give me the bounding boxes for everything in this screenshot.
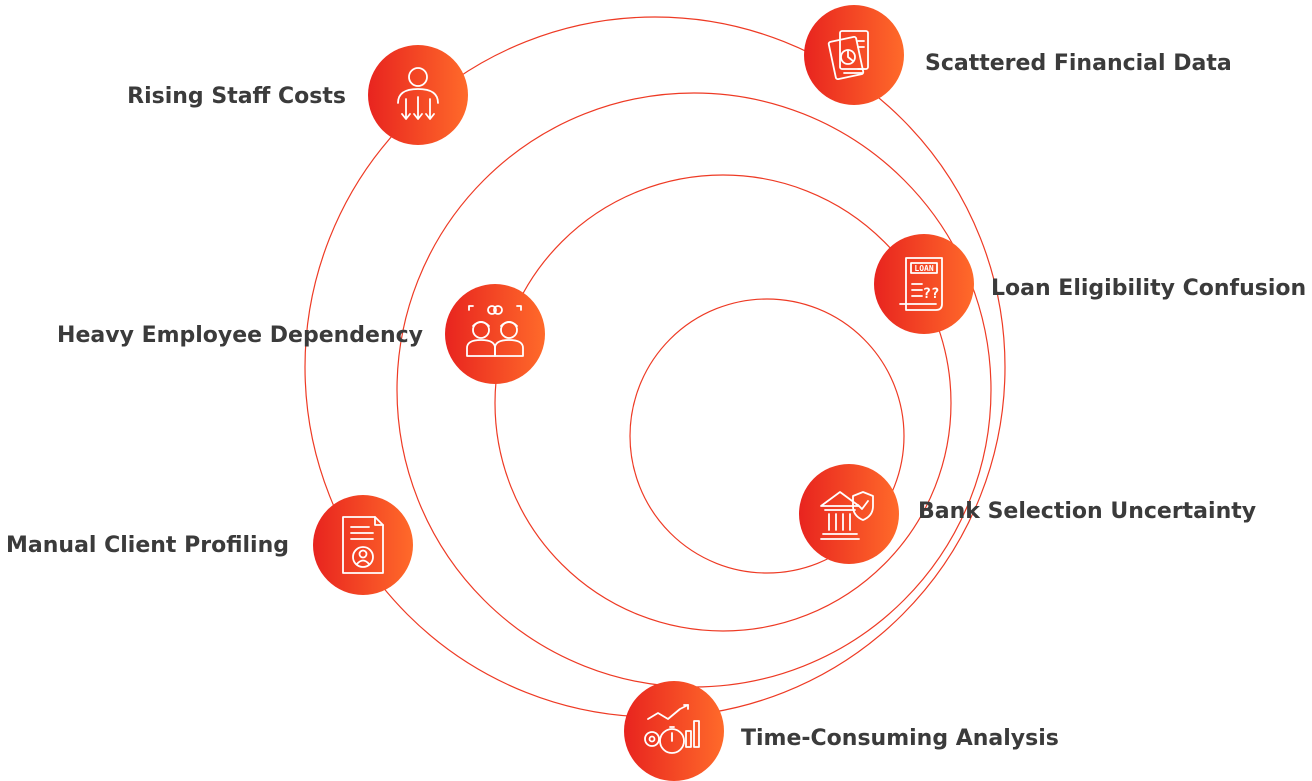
orbit-ring-inner [629, 298, 905, 574]
node-badge [313, 495, 413, 595]
bank-shield-icon [820, 491, 874, 540]
node-badge [624, 681, 724, 781]
node-label: Time-Consuming Analysis [741, 726, 1059, 751]
node-badge [368, 45, 468, 145]
analysis-timer-chart-icon [644, 704, 700, 754]
node-heavy-employee-dependency: Heavy Employee Dependency [57, 284, 545, 384]
node-label: Bank Selection Uncertainty [918, 499, 1256, 524]
node-scattered-financial-data: Scattered Financial Data [804, 5, 1232, 105]
node-label: Heavy Employee Dependency [57, 323, 423, 348]
svg-text:??: ?? [923, 286, 940, 302]
node-badge [874, 234, 974, 334]
node-time-consuming-analysis: Time-Consuming Analysis [624, 681, 1059, 781]
loan-document-question-icon: LOAN ?? [899, 257, 943, 311]
node-bank-selection-uncertainty: Bank Selection Uncertainty [799, 464, 1256, 564]
node-label: Scattered Financial Data [925, 51, 1232, 76]
node-manual-client-profiling: Manual Client Profiling [6, 495, 413, 595]
profile-document-icon [342, 516, 384, 574]
node-loan-eligibility-confusion: LOAN ?? Loan Eligibility Confusion [874, 234, 1306, 334]
documents-chart-icon [827, 30, 869, 81]
person-cost-down-icon [397, 67, 439, 120]
node-badge [799, 464, 899, 564]
linked-employees-icon [466, 305, 524, 357]
orbit-ring-second [396, 92, 992, 688]
node-label: Manual Client Profiling [6, 533, 289, 558]
node-label: Loan Eligibility Confusion [991, 276, 1306, 301]
node-badge [445, 284, 545, 384]
orbit-ring-third [494, 174, 952, 632]
node-label: Rising Staff Costs [127, 84, 346, 109]
svg-text:LOAN: LOAN [914, 264, 933, 273]
node-rising-staff-costs: Rising Staff Costs [127, 45, 468, 145]
